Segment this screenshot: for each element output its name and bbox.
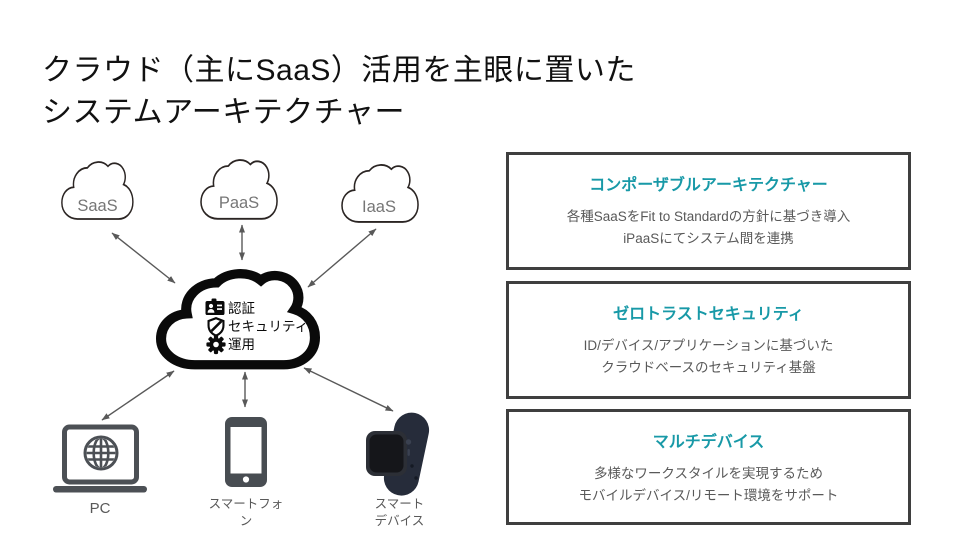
smartwatch-icon (366, 412, 430, 496)
paas-cloud-label: PaaS (219, 194, 259, 212)
panel-composable-title: コンポーザブルアーキテクチャー (589, 177, 828, 194)
arrow-core-smartdevice (303, 367, 394, 412)
panel-zero-trust-title: ゼロトラストセキュリティ (613, 306, 804, 323)
iaas-cloud: IaaS (341, 164, 419, 223)
connector-arrows (101, 224, 394, 421)
shield-icon (207, 317, 225, 337)
panel-composable-body-line1: 各種SaaSをFit to Standardの方針に基づき導入 (566, 209, 851, 224)
panel-composable-architecture: コンポーザブルアーキテクチャー 各種SaaSをFit to Standardの方… (506, 152, 911, 270)
slide-title-line1: クラウド（主にSaaS）活用を主眼に置いた (42, 54, 636, 87)
panel-zero-trust-body: ID/デバイス/アプリケーションに基づいた クラウドベースのセキュリティ基盤 (509, 335, 908, 379)
pc-label: PC (89, 500, 111, 517)
panel-composable-body: 各種SaaSをFit to Standardの方針に基づき導入 iPaaSにてシ… (509, 206, 908, 250)
core-item-auth-label: 認証 (228, 301, 255, 316)
panel-multi-device: マルチデバイス 多様なワークスタイルを実現するため モバイルデバイス/リモート環… (506, 409, 911, 525)
saas-cloud-label: SaaS (77, 197, 117, 215)
panel-multi-device-title: マルチデバイス (652, 434, 765, 451)
smartphone-label: スマートフォン (208, 497, 284, 528)
architecture-diagram: SaaS PaaS IaaS 認証 (53, 159, 430, 496)
saas-cloud: SaaS (60, 161, 134, 220)
panel-multi-device-body-line1: 多様なワークスタイルを実現するため (593, 466, 824, 481)
panel-composable-body-line2: iPaaSにてシステム間を連携 (623, 231, 794, 246)
core-cloud: 認証 セキュリティ 運用 (161, 274, 315, 365)
core-item-operation-label: 運用 (228, 337, 255, 352)
arrow-core-iaas (307, 228, 377, 288)
panel-zero-trust-body-line2: クラウドベースのセキュリティ基盤 (601, 360, 816, 375)
smartphone-icon (225, 417, 267, 487)
laptop-icon (53, 424, 147, 493)
panel-multi-device-body-line2: モバイルデバイス/リモート環境をサポート (578, 488, 839, 503)
arrow-core-saas (111, 232, 176, 284)
paas-cloud: PaaS (200, 159, 278, 220)
slide-title: クラウド（主にSaaS）活用を主眼に置いた システムアーキテクチャー (42, 50, 636, 134)
smart-device-label: スマートデバイス (374, 497, 425, 528)
core-item-security-label: セキュリティ (228, 319, 308, 334)
panel-zero-trust-security: ゼロトラストセキュリティ ID/デバイス/アプリケーションに基づいた クラウドベ… (506, 281, 911, 399)
arrow-core-pc (101, 370, 175, 421)
gear-icon (206, 334, 226, 355)
panel-zero-trust-body-line1: ID/デバイス/アプリケーションに基づいた (583, 338, 834, 353)
panel-multi-device-body: 多様なワークスタイルを実現するため モバイルデバイス/リモート環境をサポート (509, 463, 908, 507)
slide-title-line2: システムアーキテクチャー (42, 96, 405, 129)
id-badge-icon (205, 298, 225, 315)
iaas-cloud-label: IaaS (362, 198, 396, 216)
